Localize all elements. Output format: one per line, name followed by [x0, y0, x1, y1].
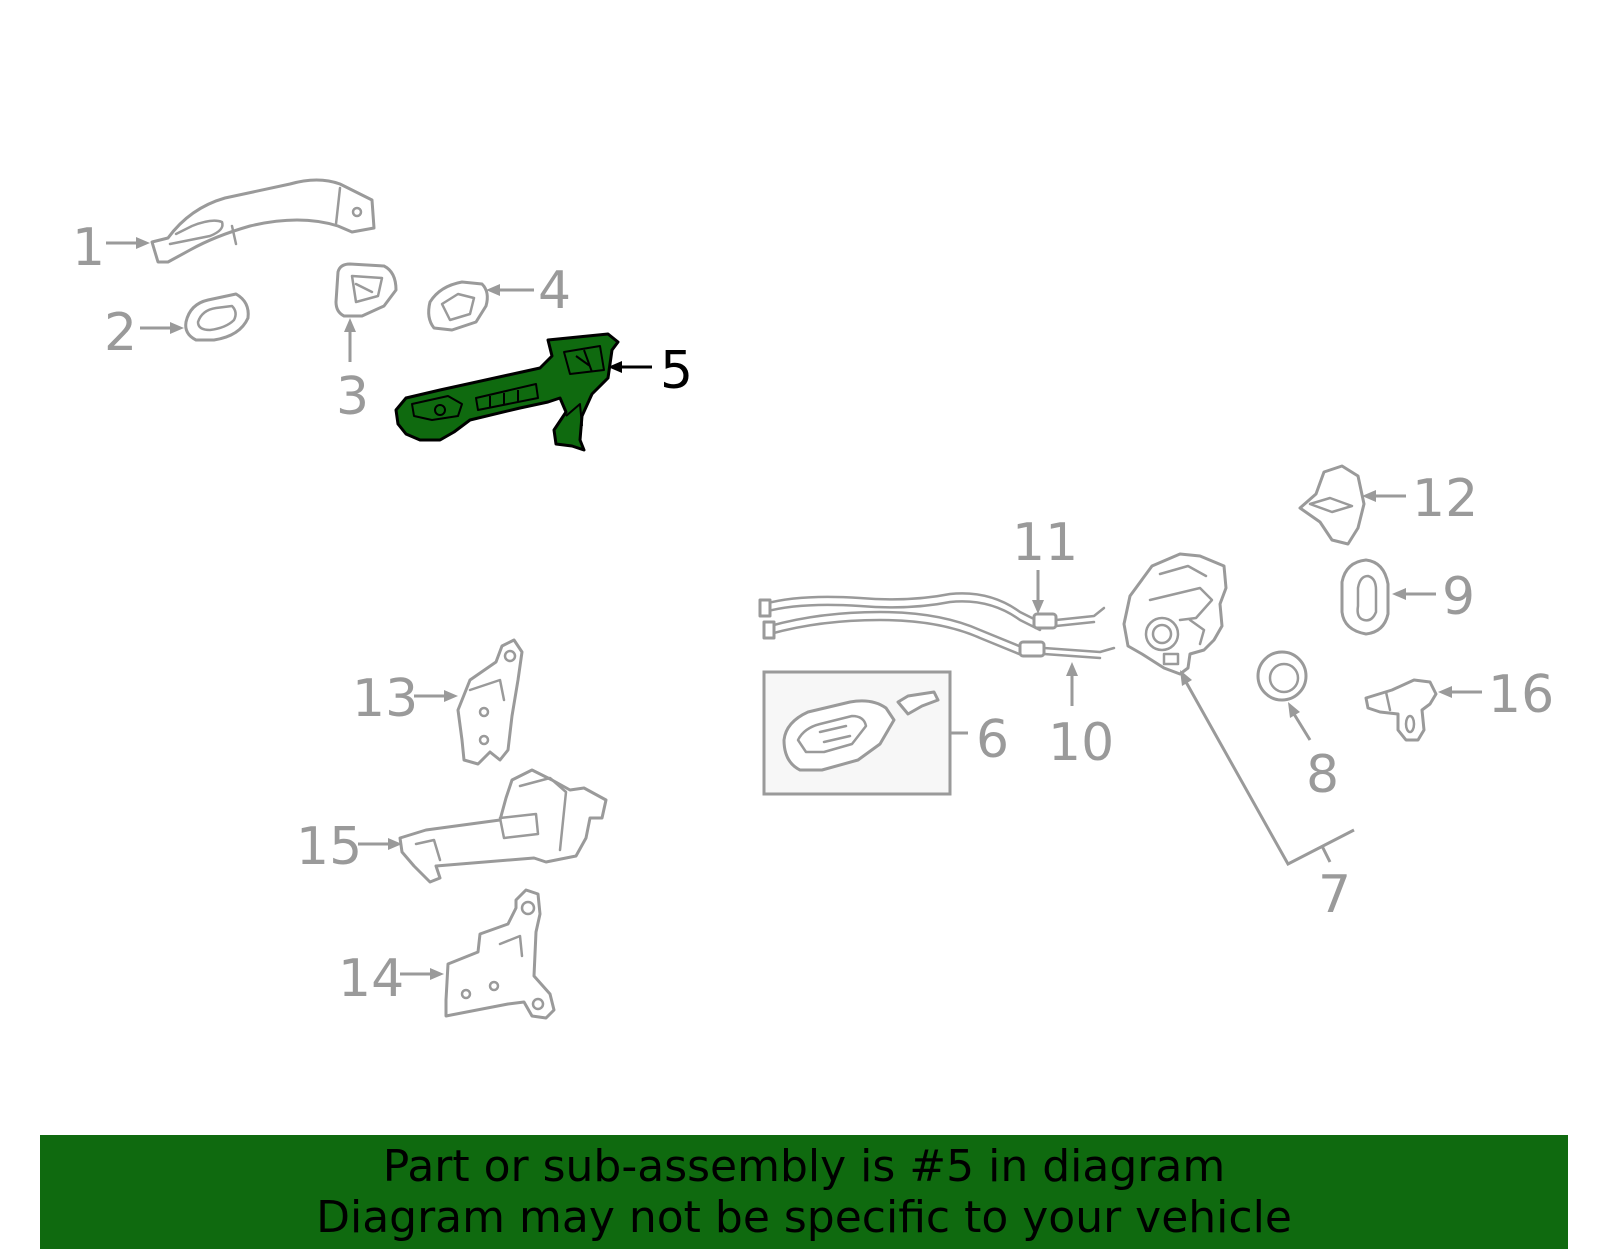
callout-11: 11 [1012, 513, 1078, 614]
callout-1: 1 [72, 218, 150, 278]
part-16-sensor[interactable] [1364, 678, 1438, 742]
svg-text:13: 13 [352, 669, 418, 729]
part-13-door-hinge[interactable] [456, 638, 524, 766]
part-7-lock-actuator[interactable] [1122, 552, 1228, 676]
part-5-handle-frame-highlighted[interactable] [394, 332, 620, 452]
svg-text:5: 5 [660, 341, 693, 401]
callout-9: 9 [1392, 567, 1475, 627]
part-12-rod-clip[interactable] [1298, 464, 1366, 546]
banner-line-2: Diagram may not be specific to your vehi… [316, 1192, 1292, 1243]
callout-12: 12 [1362, 469, 1478, 529]
callout-10: 10 [1048, 662, 1114, 773]
part-8-seal[interactable] [1256, 650, 1308, 702]
part-10-release-cable[interactable] [762, 610, 1116, 660]
callout-6: 6 [950, 710, 1009, 770]
callout-15: 15 [296, 817, 402, 877]
part-2-handle-pad[interactable] [184, 292, 250, 342]
svg-text:9: 9 [1442, 567, 1475, 627]
svg-text:1: 1 [72, 218, 105, 278]
part-9-grommet[interactable] [1340, 558, 1390, 636]
svg-text:7: 7 [1318, 865, 1351, 925]
part-1-outer-handle[interactable] [150, 178, 376, 264]
part-3-handle-cover[interactable] [334, 262, 398, 318]
banner-line-1: Part or sub-assembly is #5 in diagram [382, 1141, 1226, 1192]
callout-5: 5 [608, 341, 693, 401]
svg-text:14: 14 [338, 949, 404, 1009]
part-11-lock-cable[interactable] [758, 592, 1106, 632]
callout-3: 3 [336, 318, 369, 427]
part-6-inside-handle-inset[interactable] [762, 670, 952, 796]
callout-8: 8 [1288, 702, 1339, 805]
part-15-door-check[interactable] [398, 768, 608, 884]
callout-7: 7 [1180, 670, 1355, 925]
callout-16: 16 [1438, 665, 1554, 725]
svg-text:8: 8 [1306, 745, 1339, 805]
part-4-key-cylinder-cap[interactable] [427, 280, 489, 332]
svg-text:15: 15 [296, 817, 362, 877]
callout-2: 2 [104, 303, 184, 363]
callout-14: 14 [338, 949, 444, 1009]
svg-text:4: 4 [538, 261, 571, 321]
svg-text:2: 2 [104, 303, 137, 363]
svg-text:16: 16 [1488, 665, 1554, 725]
svg-text:12: 12 [1412, 469, 1478, 529]
svg-text:10: 10 [1048, 713, 1114, 773]
callout-13: 13 [352, 669, 458, 729]
svg-text:3: 3 [336, 367, 369, 427]
svg-text:11: 11 [1012, 513, 1078, 573]
callout-4: 4 [486, 261, 571, 321]
part-14-door-hinge[interactable] [444, 888, 556, 1020]
info-banner: Part or sub-assembly is #5 in diagram Di… [40, 1135, 1568, 1249]
svg-text:6: 6 [976, 710, 1009, 770]
